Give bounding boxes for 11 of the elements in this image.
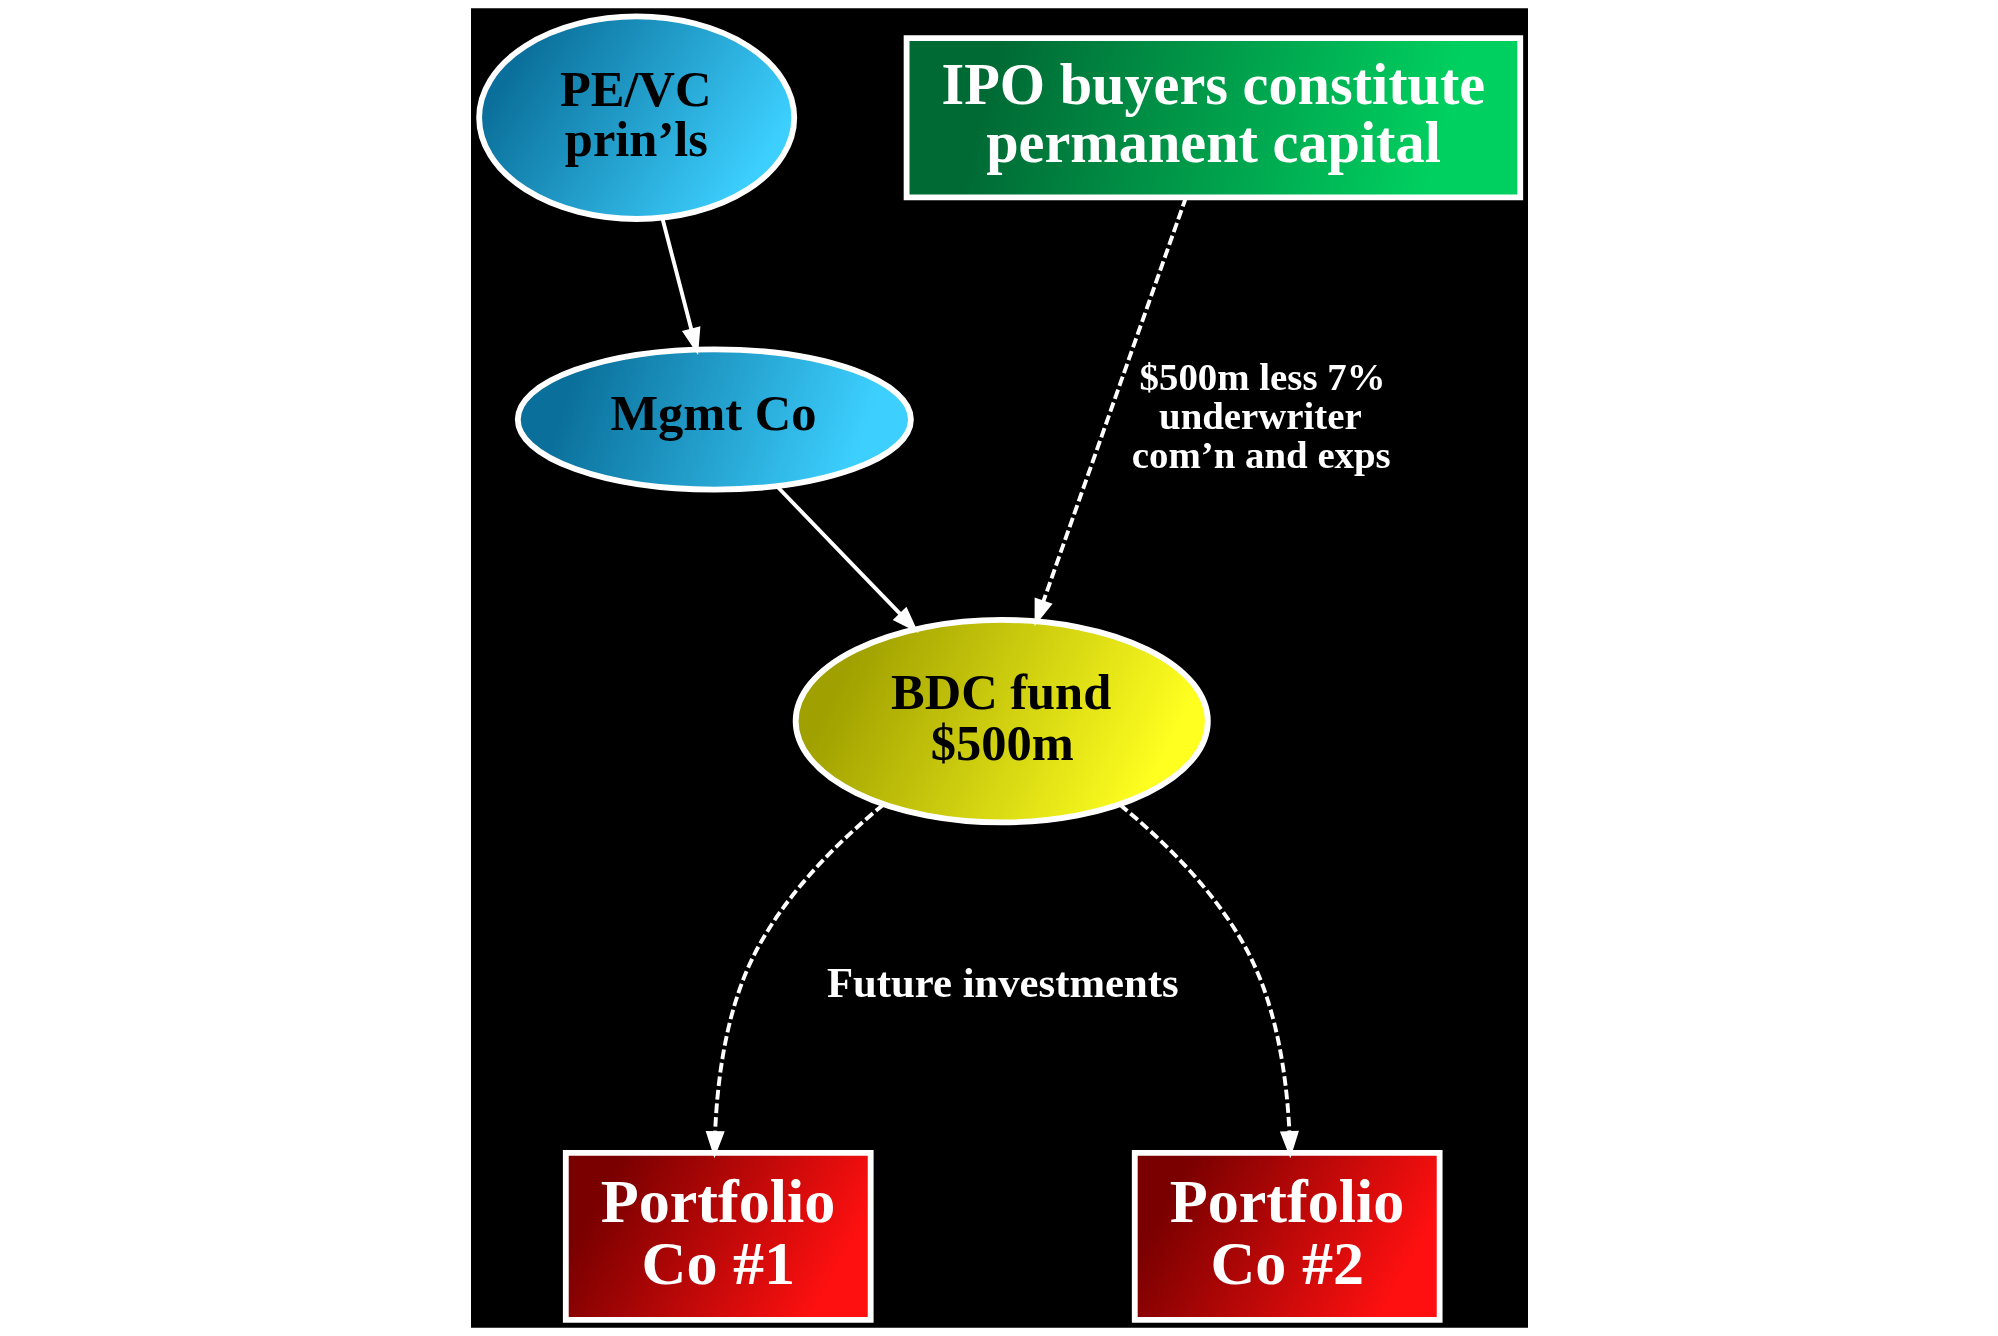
node-ellipse: Mgmt Co [514, 346, 914, 493]
arrow [705, 803, 885, 1159]
node-ellipse: BDC fund $500m [792, 617, 1211, 826]
node-ellipse: PE/VC prin’ls [475, 13, 797, 222]
node-box: IPO buyers constitute permanent capital [903, 35, 1523, 201]
arrow [659, 217, 700, 356]
arrow [1118, 803, 1299, 1159]
node-box: Portfolio Co #1 [562, 1150, 874, 1323]
edge-label: $500m less 7% underwriter com’n and exps [1131, 355, 1391, 476]
label: Future investments [826, 958, 1179, 1006]
node-box: Portfolio Co #2 [1131, 1150, 1443, 1323]
